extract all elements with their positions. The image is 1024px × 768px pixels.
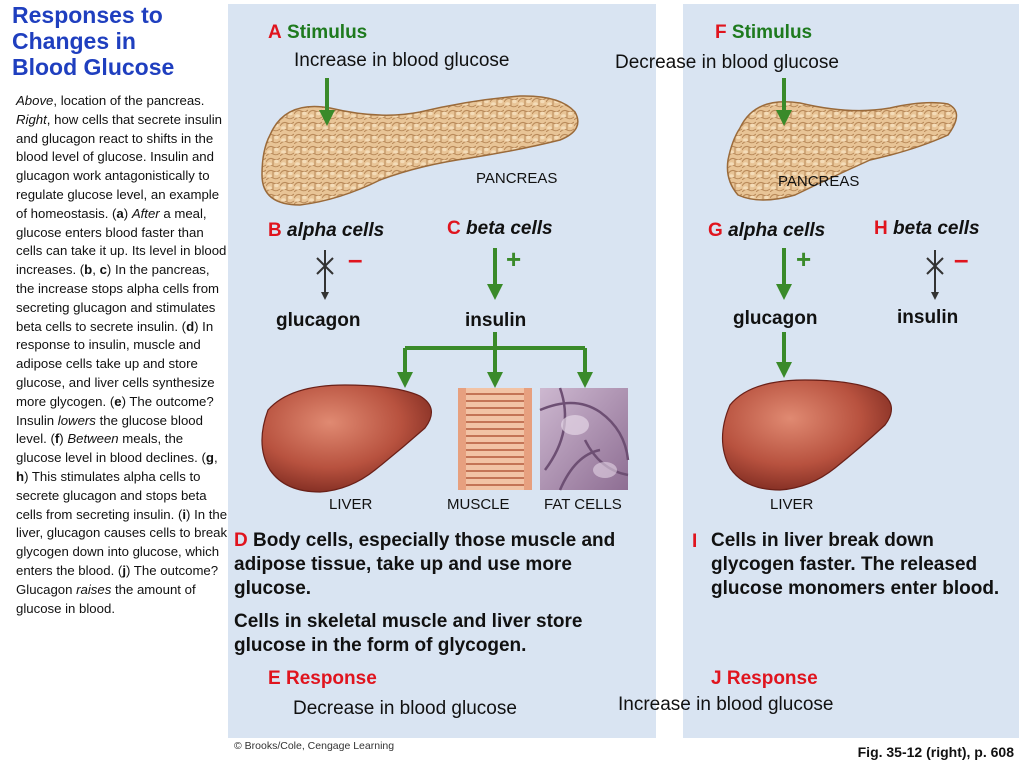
response-i-text: Cells in liver break down glycogen faste… [711,530,1000,599]
caption-part: After [131,205,160,221]
step-letter: F [715,22,727,43]
blocked-arrow-right [926,250,944,300]
liver-illustration-right [721,379,892,491]
step-letter: D [234,530,248,551]
title-line-1: Responses to [12,2,163,28]
blocked-arrow-left [316,250,334,300]
glucagon-label-left: glucagon [276,310,361,331]
stimulus-text-left: Increase in blood glucose [294,50,510,71]
caption-part: the glucose blood level. ( [16,412,203,447]
label-e-response: E Response [268,668,377,690]
caption-part: g [205,450,214,466]
caption-part: Above [16,93,54,108]
stimulus-word: Stimulus [287,22,368,43]
caption-part: ) The outcome? Glucagon [16,562,219,597]
copyright-credit: © Brooks/Cole, Cengage Learning [234,740,395,752]
liver-label-left: LIVER [329,496,373,513]
caption-part: ) The outcome? Insulin [16,393,214,428]
caption-part: h [16,468,25,484]
step-letter-i: I [692,531,698,552]
glucagon-label-right: glucagon [733,308,818,329]
cell-type: alpha cells [287,220,385,241]
fat-cells-illustration [539,387,630,491]
response-d-block: D Body cells, especially those muscle an… [234,529,652,601]
caption-part: , location of the pancreas. [53,93,205,108]
insulin-label-left: insulin [465,310,527,331]
caption-part: ) In response to insulin, muscle and adi… [16,318,215,409]
caption-part: ) In the liver, glucagon causes cells to… [16,506,228,578]
caption-part: ) [59,431,68,447]
caption-part: raises [76,581,112,597]
caption-part: a [116,205,124,221]
pancreas-label-left: PANCREAS [476,170,558,187]
response-word: Response [285,668,377,689]
title-line-3: Blood Glucose [12,54,175,80]
stimulus-text-right: Decrease in blood glucose [615,52,839,73]
step-letter: H [874,218,888,239]
caption-part: , [213,450,218,466]
inhibit-sign-left: – [348,244,363,274]
caption-part: the amount of glucose in blood. [16,581,196,616]
pancreas-illustration-left [261,95,579,206]
caption-part: b [84,262,93,278]
pancreas-illustration-right [726,101,958,201]
cell-type: beta cells [466,218,553,239]
fat-cells-label: FAT CELLS [544,496,622,513]
step-letter: B [268,220,282,241]
liver-label-right: LIVER [770,496,814,513]
stimulate-sign-left: + [506,244,522,274]
muscle-label: MUSCLE [447,496,510,513]
step-letter: C [447,218,461,239]
caption-part: ) This stimulates alpha cells to secrete… [16,468,207,522]
label-h-beta-cells: H beta cells [874,218,980,240]
pancreas-label-right: PANCREAS [778,173,860,190]
figure-caption: Above, location of the pancreas. Right, … [16,92,228,618]
step-letter: E [268,668,281,689]
caption-part: meals, the glucose level in blood declin… [16,431,206,466]
caption-part: Right [16,111,47,127]
label-a-stimulus: A Stimulus [268,22,367,44]
caption-part: , how cells that secrete insulin and glu… [16,111,222,221]
label-c-beta-cells: C beta cells [447,218,553,240]
step-letter: G [708,220,723,241]
caption-part: lowers [57,412,96,428]
insulin-branch-arrows [397,332,593,388]
stimulus-word: Stimulus [731,22,813,43]
caption-part: f [54,431,60,447]
insulin-label-right: insulin [897,307,959,328]
caption-part: Between [67,431,119,447]
label-g-alpha-cells: G alpha cells [708,220,825,242]
response-text-right: Increase in blood glucose [618,694,834,715]
inhibit-sign-right: – [954,244,969,274]
cell-type: alpha cells [728,220,826,241]
caption-part: a meal, glucose enters blood faster than… [16,205,227,278]
caption-part: ) [123,205,132,221]
label-b-alpha-cells: B alpha cells [268,220,384,242]
liver-illustration-left [261,384,432,493]
label-f-stimulus: F Stimulus [715,22,812,44]
response-word: Response [726,668,818,689]
caption-part: i [182,506,187,522]
caption-part: j [122,562,126,578]
glycogen-storage-text: Cells in skeletal muscle and liver store… [234,611,583,656]
caption-part: ) In the pancreas, the increase stops al… [16,262,220,334]
label-j-response: J Response [711,668,818,690]
caption-part: e [114,393,122,409]
page-title: Responses to Changes in Blood Glucose [12,2,222,80]
caption-part: , [92,262,100,278]
title-line-2: Changes in [12,28,136,54]
response-text-left: Decrease in blood glucose [293,698,517,719]
caption-part: d [186,318,195,334]
step-letter: J [711,668,722,689]
cell-type: beta cells [893,218,980,239]
caption-part: c [99,262,107,278]
stimulate-sign-right: + [796,244,812,274]
figure-reference: Fig. 35-12 (right), p. 608 [857,744,1014,760]
response-d-text: Body cells, especially those muscle and … [234,530,616,599]
muscle-illustration [458,388,532,490]
step-letter: A [268,22,282,43]
